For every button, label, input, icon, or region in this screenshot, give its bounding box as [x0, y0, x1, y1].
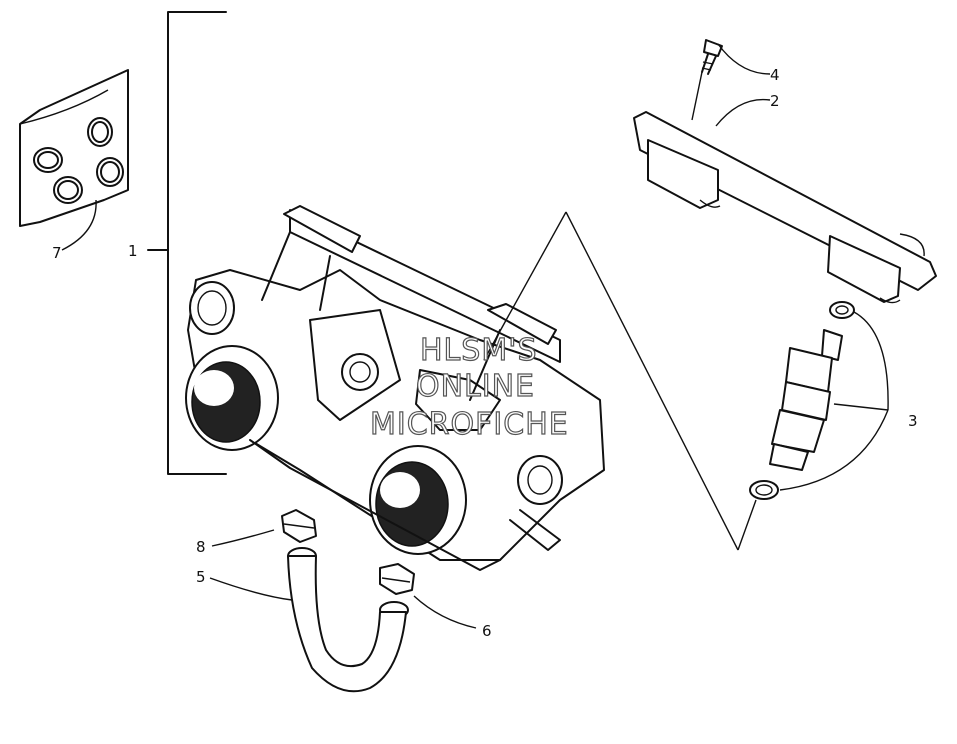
assembly-bracket [147, 11, 227, 475]
callout-6: 6 [482, 622, 492, 640]
fuel-rail [633, 111, 937, 304]
watermark-line-3: MICROFICHE [370, 407, 569, 442]
callout-8: 8 [196, 538, 206, 556]
screw [691, 39, 723, 121]
callout-2: 2 [770, 92, 780, 110]
callout-4: 4 [770, 66, 780, 84]
oring-kit-card [19, 69, 129, 251]
callout-3: 3 [908, 412, 918, 430]
leader-lines [209, 43, 771, 629]
watermark-line-1: HLSM'S [420, 333, 538, 368]
hose-assembly [281, 509, 415, 693]
watermark: HLSM'S ONLINE MICROFICHE [369, 332, 569, 442]
callout-7: 7 [52, 244, 62, 262]
detail-leader [483, 211, 757, 551]
callout-5: 5 [196, 568, 206, 586]
fuel-injector [749, 301, 889, 500]
callout-1: 1 [128, 242, 138, 260]
watermark-line-2: ONLINE [416, 369, 535, 404]
throttle-body-assembly [185, 205, 605, 571]
